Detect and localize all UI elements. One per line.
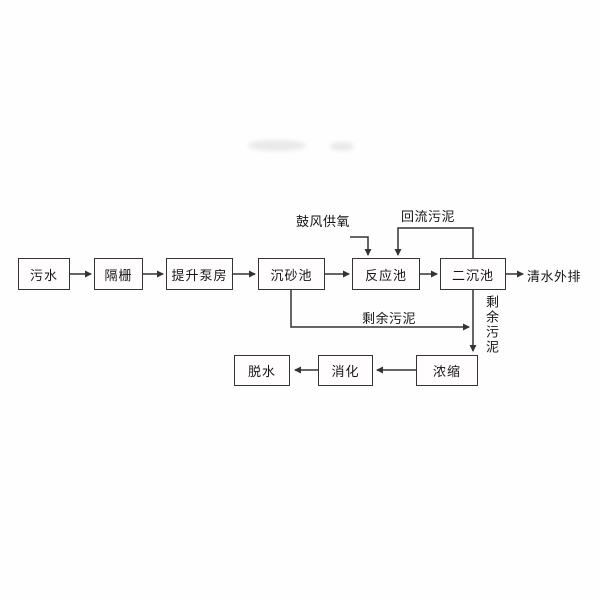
arrow-excess-sludge-from-gritchamber: [290, 290, 470, 331]
smudge-artifact: [248, 140, 306, 151]
label-return-sludge: 回流污泥: [401, 210, 456, 225]
label-effluent: 清水外排: [527, 270, 582, 285]
node-secondary-clarifier: 二沉池: [440, 258, 506, 290]
smudge-artifact: [330, 142, 354, 151]
node-lift-pump-house: 提升泵房: [166, 258, 233, 290]
arrow-return-sludge-to-reactiontank: [394, 227, 474, 258]
node-dewatering: 脱水: [234, 355, 290, 386]
node-bar-screen: 隔栅: [94, 258, 143, 290]
label-aeration: 鼓风供氧: [296, 215, 351, 230]
node-reaction-tank: 反应池: [352, 258, 420, 290]
node-sewage: 污水: [18, 258, 70, 290]
node-thickening: 浓缩: [416, 355, 478, 386]
node-grit-chamber: 沉砂池: [258, 258, 325, 290]
label-excess-sludge-vertical: 剩余污泥: [483, 295, 498, 355]
arrow-aeration-to-reactiontank: [350, 236, 372, 256]
label-excess-sludge: 剩余污泥: [362, 312, 417, 327]
node-digestion: 消化: [318, 355, 373, 386]
